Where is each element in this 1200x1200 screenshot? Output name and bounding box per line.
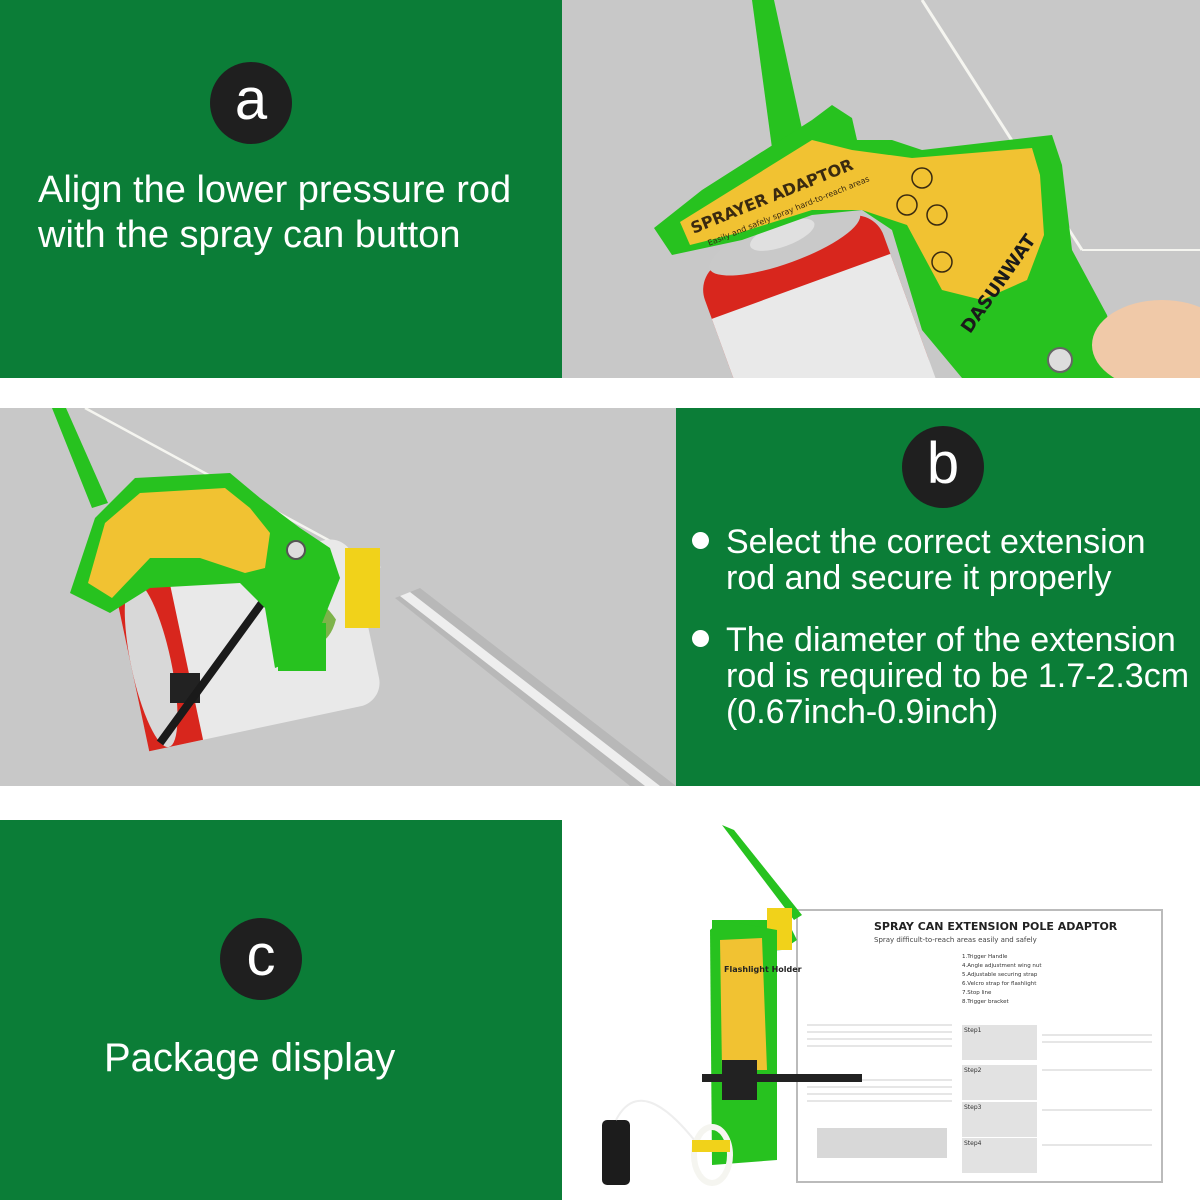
badge-b: b: [902, 426, 984, 508]
panel-c: c Package display SPRAY CAN EXTENSION PO…: [0, 820, 1200, 1200]
svg-text:7.Stop line: 7.Stop line: [962, 990, 992, 996]
flashlight-holder-label: Flashlight Holder: [724, 965, 802, 974]
panel-b-photo: [0, 408, 676, 786]
svg-text:Step1: Step1: [964, 1027, 982, 1034]
end-cap: [602, 1120, 630, 1185]
badge-c: c: [220, 918, 302, 1000]
panel-b: b Select the correct extension rod and s…: [0, 408, 1200, 786]
svg-text:8.Trigger bracket: 8.Trigger bracket: [962, 999, 1009, 1005]
svg-text:Step3: Step3: [964, 1104, 982, 1111]
svg-text:Step2: Step2: [964, 1067, 982, 1074]
badge-a: a: [210, 62, 292, 144]
sprayer-on-pole-illustration: [52, 408, 676, 786]
manual-title: SPRAY CAN EXTENSION POLE ADAPTOR: [874, 920, 1118, 933]
bullet-dot-icon: [692, 630, 709, 647]
manual-parts-list: 1.Trigger Handle 4.Angle adjustment wing…: [962, 954, 1042, 1005]
ladder-icon: [896, 194, 918, 216]
bullet-item: The diameter of the extension rod is req…: [692, 622, 1200, 730]
bullet-dot-icon: [692, 532, 709, 549]
check-shield-icon: [926, 204, 948, 226]
thumbs-up-icon: [911, 167, 933, 189]
manual-text-lines: [807, 1024, 1152, 1146]
svg-text:4.Angle adjustment wing nut: 4.Angle adjustment wing nut: [962, 963, 1042, 969]
panel-b-text-area: b Select the correct extension rod and s…: [676, 408, 1200, 786]
panel-a-photo: SPRAYER ADAPTOR Easily and safely spray …: [562, 0, 1200, 378]
panel-b-bullet-list: Select the correct extension rod and sec…: [692, 524, 1200, 756]
manual-step-images: Step1 Step2 Step3 Step4: [817, 1025, 1037, 1173]
feature-icons: [896, 167, 953, 273]
panel-a: a Align the lower pressure rod with the …: [0, 0, 1200, 378]
panel-c-photo: SPRAY CAN EXTENSION POLE ADAPTOR Spray d…: [562, 820, 1200, 1200]
sprayer-adaptor-closeup-illustration: SPRAYER ADAPTOR Easily and safely spray …: [654, 0, 1200, 378]
panel-c-caption: Package display: [104, 1036, 396, 1080]
velcro-strap: [345, 548, 380, 628]
diamond-icon: [931, 251, 953, 273]
panel-c-text-area: c Package display: [0, 820, 562, 1200]
manual-subtitle: Spray difficult-to-reach areas easily an…: [874, 936, 1037, 944]
panel-a-caption: Align the lower pressure rod with the sp…: [38, 169, 512, 256]
panel-a-text-area: a Align the lower pressure rod with the …: [0, 0, 562, 378]
svg-text:Step4: Step4: [964, 1140, 982, 1147]
svg-text:1.Trigger Handle: 1.Trigger Handle: [962, 954, 1008, 960]
package-contents-illustration: SPRAY CAN EXTENSION POLE ADAPTOR Spray d…: [602, 825, 1163, 1186]
bullet-item: Select the correct extension rod and sec…: [692, 524, 1200, 596]
svg-text:6.Velcro strap for flashlight: 6.Velcro strap for flashlight: [962, 981, 1037, 987]
svg-text:5.Adjustable securing strap: 5.Adjustable securing strap: [962, 972, 1038, 978]
